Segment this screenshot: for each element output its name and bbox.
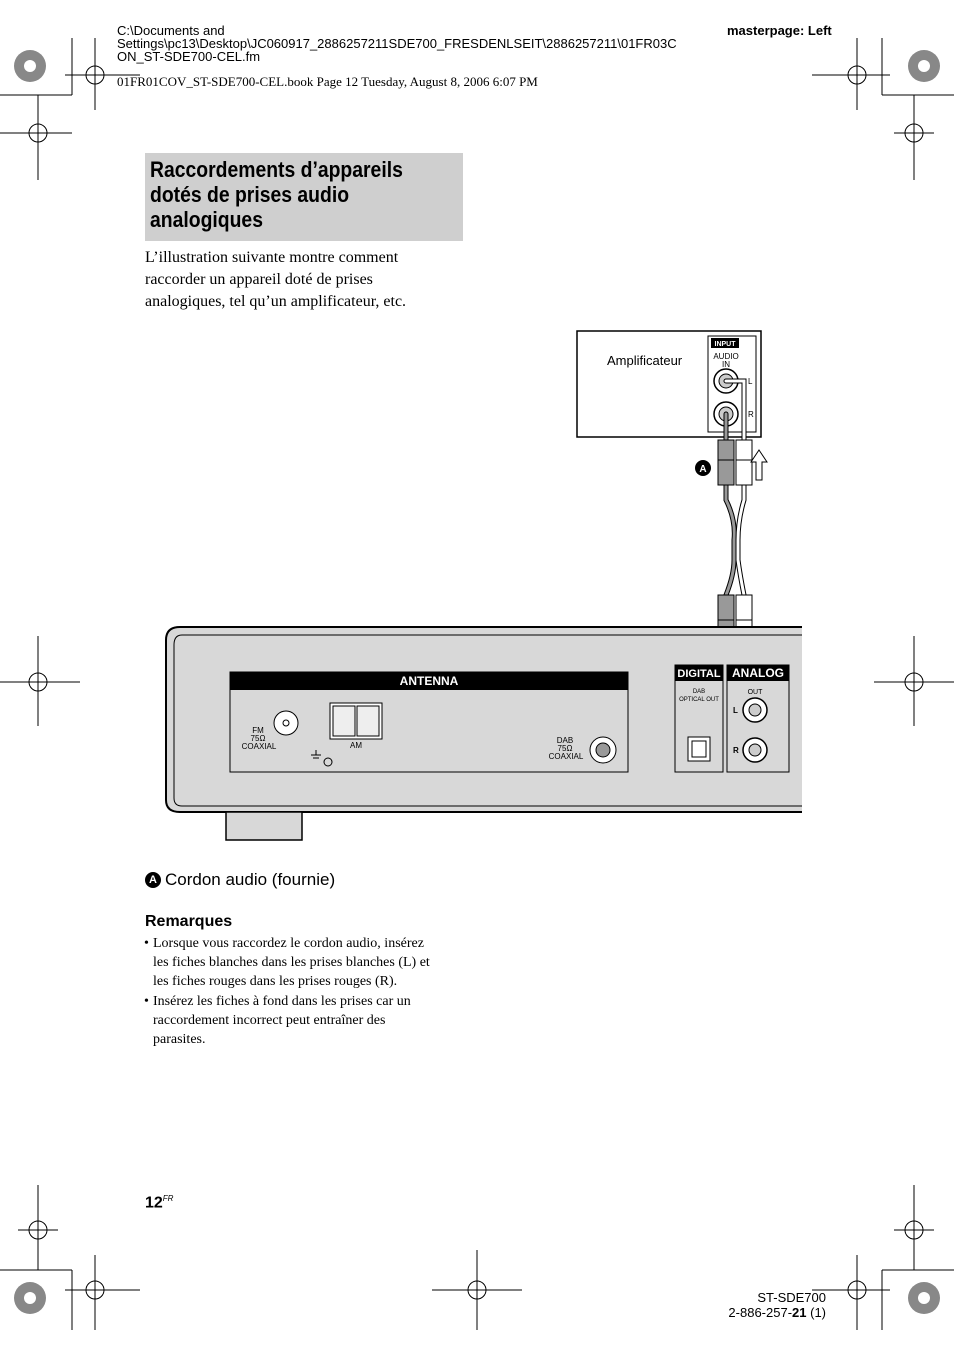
caption-text: Cordon audio (fournie) [165, 870, 336, 889]
screw-icon [323, 757, 333, 767]
figure-caption: A Cordon audio (fournie) [145, 870, 335, 890]
model-code: 2-886-257-21 (1) [700, 1305, 826, 1320]
callout-a-label: A [699, 464, 706, 475]
model-info: ST-SDE700 2-886-257-21 (1) [700, 1290, 826, 1320]
fm-label: 75Ω [251, 734, 266, 743]
page-number-value: 12 [145, 1194, 163, 1212]
note-line: les fiches blanches dans les prises blan… [153, 955, 430, 971]
note-line: Insérez les fiches à fond dans les prise… [153, 993, 411, 1009]
title-line: dotés de prises audio [150, 182, 350, 207]
ground-icon [311, 750, 321, 759]
header-masterpage: masterpage: Left [727, 23, 832, 38]
list-item: Lorsque vous raccordez le cordon audio, … [144, 934, 465, 992]
fm-label: FM [252, 726, 264, 735]
intro-line: analogiques, tel qu’un amplificateur, et… [145, 293, 407, 310]
header-path-line2: Settings\pc13\Desktop\JC060917_288625721… [117, 36, 677, 51]
notes-title: Remarques [145, 913, 233, 930]
callout-a-marker [695, 460, 711, 476]
dab-label: 75Ω [558, 744, 573, 753]
intro-line: raccorder un appareil doté de prises [145, 271, 373, 288]
page-lang: FR [162, 1194, 174, 1203]
list-item: Insérez les fiches à fond dans les prise… [144, 992, 465, 1050]
note-line: Lorsque vous raccordez le cordon audio, … [153, 936, 424, 951]
model-name: ST-SDE700 [757, 1290, 826, 1305]
audio-in-label: IN [722, 360, 730, 369]
note-line: les fiches rouges dans les prises rouges… [153, 974, 398, 990]
model-code-post: (1) [806, 1305, 826, 1320]
dab-optical-label: OPTICAL OUT [679, 697, 719, 703]
am-label: AM [350, 741, 362, 750]
notes-list: Lorsque vous raccordez le cordon audio, … [144, 934, 465, 1050]
model-code-bold: 21 [792, 1305, 807, 1320]
amplifier-label: Amplificateur [607, 353, 683, 368]
caption-marker: A [145, 872, 161, 888]
panel-r-label: R [733, 746, 739, 755]
analog-label: ANALOG [732, 666, 784, 680]
model-code-pre: 2-886-257- [728, 1305, 793, 1320]
header-path-line1: C:\Documents and [117, 23, 225, 38]
title-line: analogiques [150, 207, 263, 232]
digital-label: DIGITAL [677, 668, 720, 680]
section-title-box [145, 153, 463, 241]
header-path-line3: ON_ST-SDE700-CEL.fm [117, 49, 261, 64]
title-line: Raccordements d’appareils [150, 157, 403, 182]
section-title: Raccordements d’appareils dotés de prise… [150, 157, 449, 232]
plug-white-top [735, 439, 753, 486]
page-number: 12FR [145, 1194, 173, 1212]
note-line: raccordement incorrect peut entraîner de… [153, 1012, 386, 1028]
panel-l-label: L [733, 706, 738, 715]
amp-r-label: R [748, 410, 754, 419]
out-label: OUT [748, 689, 764, 696]
device-foot [225, 811, 303, 841]
dab-optical-label: DAB [693, 689, 705, 695]
audio-in-label: AUDIO [713, 352, 738, 361]
amp-l-label: L [748, 377, 753, 386]
intro-paragraph: L’illustration suivante montre comment r… [145, 247, 465, 313]
intro-line: L’illustration suivante montre comment [145, 249, 399, 266]
insert-arrow-icon [750, 449, 768, 481]
antenna-label: ANTENNA [400, 674, 459, 688]
header-book-line: 01FR01COV_ST-SDE700-CEL.book Page 12 Tue… [117, 74, 538, 89]
input-label: INPUT [715, 341, 737, 348]
fm-label: COAXIAL [242, 742, 277, 751]
plug-red-top [717, 439, 735, 486]
note-line: parasites. [153, 1032, 206, 1048]
dab-label: DAB [557, 736, 573, 745]
dab-label: COAXIAL [549, 752, 584, 761]
